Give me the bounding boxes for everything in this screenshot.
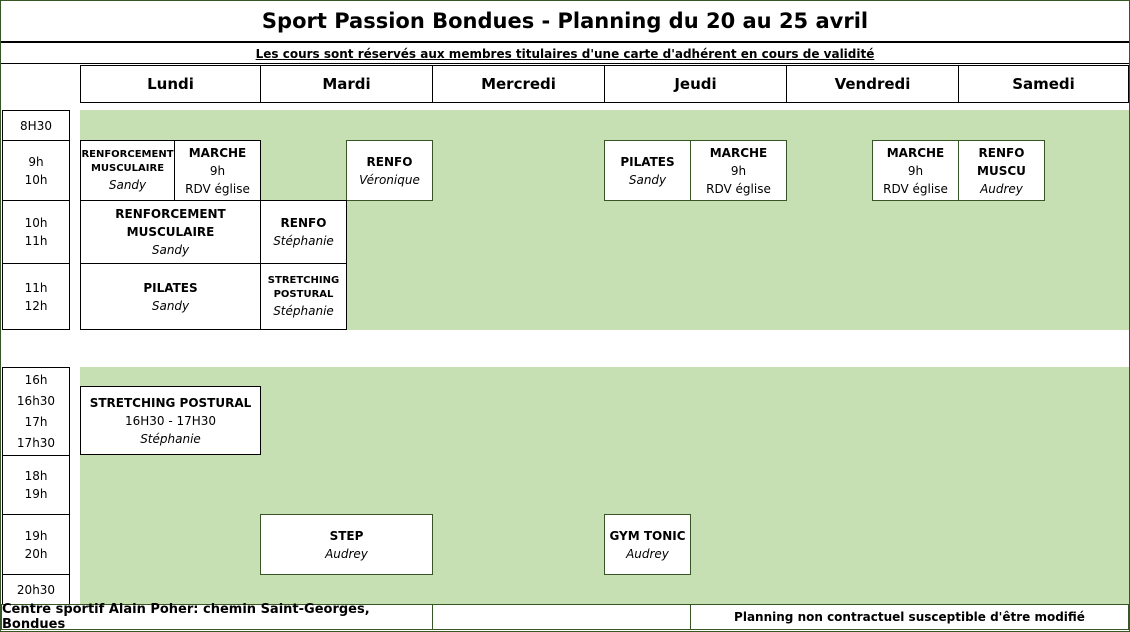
time-label: 10h bbox=[24, 172, 48, 187]
time-label: 10h bbox=[24, 216, 48, 230]
event-coach: Véronique bbox=[359, 172, 420, 187]
event-name: STRETCHING POSTURAL bbox=[89, 395, 252, 410]
event-coach: Sandy bbox=[108, 177, 147, 192]
time-label: 16h30 bbox=[16, 393, 56, 408]
event-name: MARCHE bbox=[188, 145, 247, 160]
event-coach: Sandy bbox=[151, 298, 190, 313]
event-name: MARCHE bbox=[886, 145, 945, 160]
time-label: 11h bbox=[24, 234, 48, 248]
subtitle: Les cours sont réservés aux membres titu… bbox=[1, 44, 1129, 64]
event-mardi-renfo[interactable]: RENFO Véronique bbox=[346, 140, 433, 201]
event-jeudi-gym-tonic[interactable]: GYM TONIC Audrey bbox=[604, 514, 691, 575]
event-place: RDV église bbox=[185, 181, 250, 196]
event-time: 9h bbox=[730, 163, 747, 178]
event-coach: Sandy bbox=[628, 172, 667, 187]
event-lundi-renforcement[interactable]: RENFORCEMENT MUSCULAIRE Sandy bbox=[80, 140, 175, 201]
event-coach: Audrey bbox=[980, 181, 1023, 196]
time-label: 19h bbox=[24, 487, 48, 501]
event-lundi-pilates[interactable]: PILATES Sandy bbox=[80, 263, 261, 330]
event-samedi-renfo-muscu[interactable]: RENFO MUSCU Audrey bbox=[958, 140, 1045, 201]
day-mercredi: Mercredi bbox=[433, 65, 605, 103]
page-title: Sport Passion Bondues - Planning du 20 a… bbox=[1, 1, 1129, 43]
time-label: 17h30 bbox=[16, 435, 56, 450]
event-time: 16H30 - 17H30 bbox=[124, 413, 217, 428]
time-label: 8H30 bbox=[20, 118, 52, 133]
time-label: 12h bbox=[24, 298, 48, 313]
event-name: RENFORCEMENT MUSCULAIRE bbox=[115, 207, 226, 239]
event-mardi-stretching[interactable]: STRETCHING POSTURAL Stéphanie bbox=[260, 263, 347, 330]
event-mardi-step[interactable]: STEP Audrey bbox=[260, 514, 433, 575]
footer-note: Planning non contractuel susceptible d'ê… bbox=[691, 604, 1129, 630]
event-coach: Stéphanie bbox=[273, 303, 334, 318]
time-slot: 16h 16h30 17h 17h30 bbox=[2, 367, 70, 456]
event-lundi-renforcement-2[interactable]: RENFORCEMENT MUSCULAIRE Sandy bbox=[80, 200, 261, 264]
footer-address: Centre sportif Alain Poher: chemin Saint… bbox=[1, 602, 433, 632]
time-label: 16h bbox=[24, 372, 48, 387]
event-time: 9h bbox=[907, 163, 924, 178]
event-name: RENFORCEMENT MUSCULAIRE bbox=[81, 148, 174, 174]
time-label: 17h bbox=[24, 414, 48, 429]
event-name: RENFO bbox=[366, 154, 413, 169]
time-label: 19h bbox=[24, 528, 48, 543]
event-name: STEP bbox=[329, 528, 364, 543]
event-coach: Sandy bbox=[151, 243, 190, 257]
time-slot: 8H30 bbox=[2, 110, 70, 141]
event-jeudi-pilates[interactable]: PILATES Sandy bbox=[604, 140, 691, 201]
event-coach: Stéphanie bbox=[140, 431, 201, 446]
event-name: GYM TONIC bbox=[609, 528, 686, 543]
time-label: 18h bbox=[24, 469, 48, 483]
footer-middle bbox=[433, 604, 691, 630]
event-coach: Stéphanie bbox=[273, 234, 334, 248]
event-name: STRETCHING POSTURAL bbox=[267, 274, 340, 300]
time-label: 20h bbox=[24, 546, 48, 561]
day-jeudi: Jeudi bbox=[605, 65, 787, 103]
day-lundi: Lundi bbox=[80, 65, 261, 103]
event-coach: Audrey bbox=[626, 546, 669, 561]
event-time: 9h bbox=[209, 163, 226, 178]
event-place: RDV église bbox=[883, 181, 948, 196]
event-mardi-renfo-2[interactable]: RENFO Stéphanie bbox=[260, 200, 347, 264]
day-samedi: Samedi bbox=[959, 65, 1129, 103]
event-place: RDV église bbox=[706, 181, 771, 196]
time-label: 9h bbox=[28, 154, 44, 169]
event-name: PILATES bbox=[143, 280, 198, 295]
event-name: MARCHE bbox=[709, 145, 768, 160]
day-vendredi: Vendredi bbox=[787, 65, 959, 103]
time-slot: 20h30 bbox=[2, 575, 70, 605]
time-label: 20h30 bbox=[16, 582, 56, 597]
day-mardi: Mardi bbox=[261, 65, 433, 103]
event-coach: Audrey bbox=[325, 546, 368, 561]
event-name: PILATES bbox=[620, 154, 675, 169]
event-name: RENFO MUSCU bbox=[977, 145, 1026, 178]
event-name: RENFO bbox=[280, 216, 327, 230]
time-label: 11h bbox=[24, 280, 48, 295]
